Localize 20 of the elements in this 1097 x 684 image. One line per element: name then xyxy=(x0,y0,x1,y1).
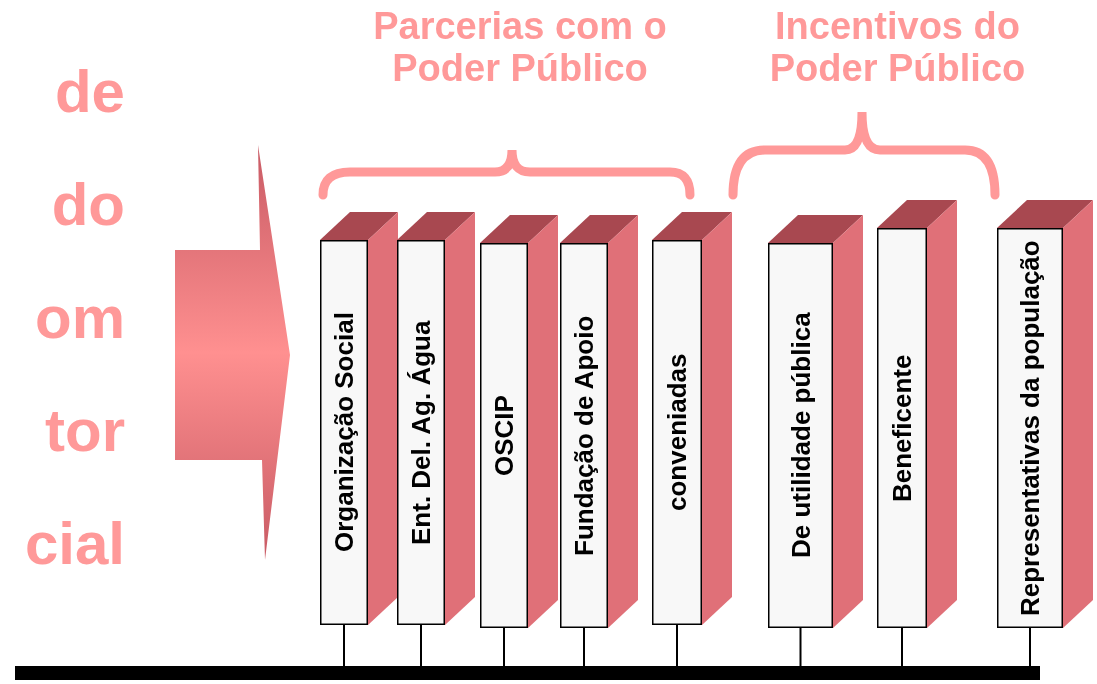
pillar-label: De utilidade pública xyxy=(787,312,814,559)
pillar-label: Fundação de Apoio xyxy=(571,315,597,556)
title-text: de do om tor cial xyxy=(24,57,125,579)
pillar-label: OSCIP xyxy=(491,395,517,476)
connector-line xyxy=(420,624,422,667)
pillar-label: Beneficente xyxy=(889,354,915,502)
connector-line xyxy=(799,627,802,667)
connector-line xyxy=(1029,627,1031,667)
base-bar xyxy=(15,666,1040,680)
connector-line xyxy=(901,627,903,667)
connector-line xyxy=(503,627,505,667)
connector-line xyxy=(343,624,345,667)
pillar-label: conveniadas xyxy=(664,353,690,512)
pillar-label: Ent. Del. Ag. Água xyxy=(408,320,434,545)
pillar-label: Organização Social xyxy=(331,312,357,553)
connector-line xyxy=(676,624,678,667)
group-heading: Incentivos do Poder Público xyxy=(768,5,1027,89)
pillar-label: Representativas da população xyxy=(1017,240,1043,616)
connector-line xyxy=(583,627,585,667)
group-heading: Parcerias com o Poder Público xyxy=(372,5,668,89)
